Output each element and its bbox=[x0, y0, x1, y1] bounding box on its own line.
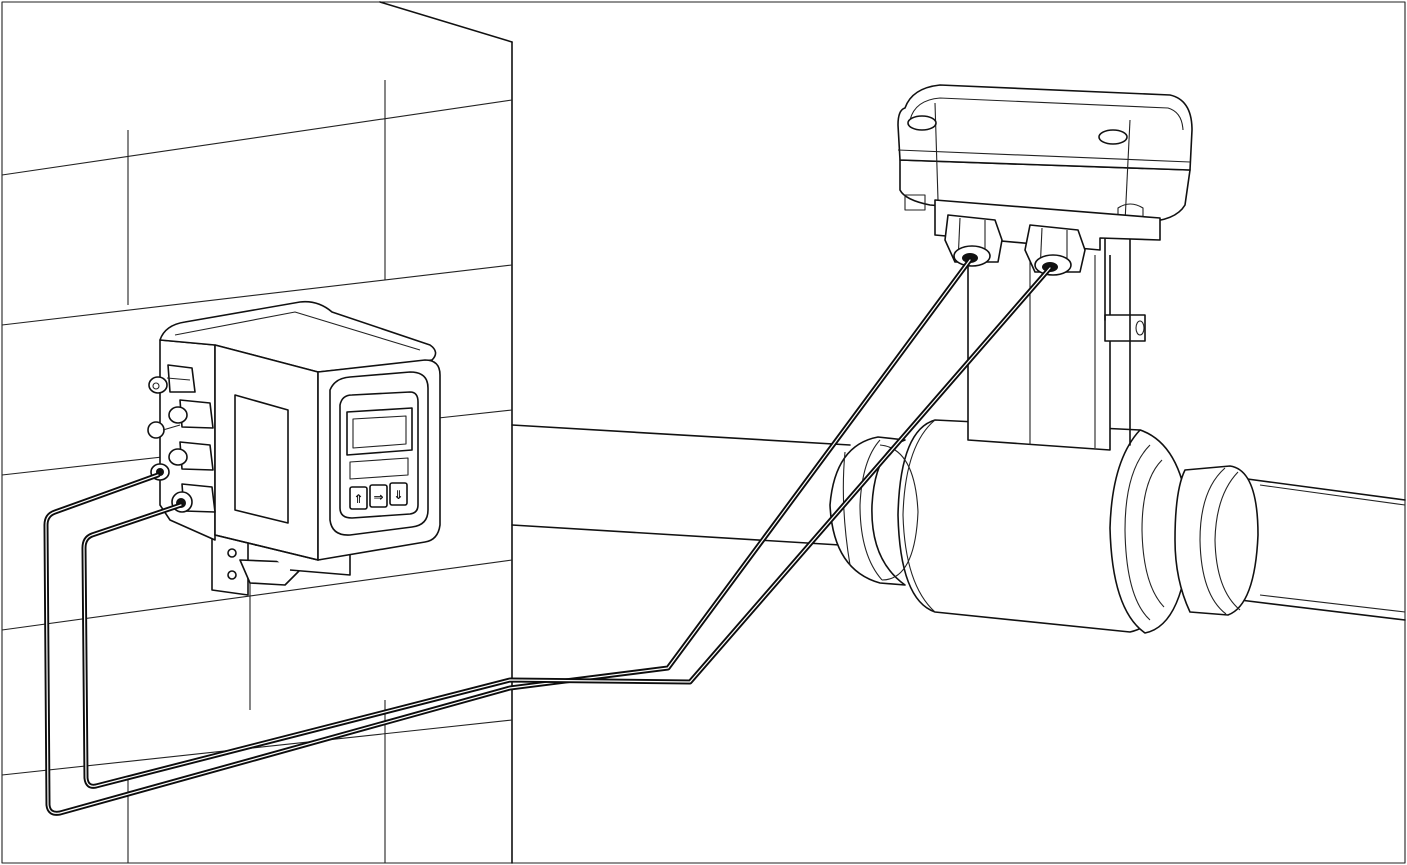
left-flange bbox=[829, 436, 906, 586]
sensor-gland-2 bbox=[1024, 224, 1086, 276]
right-arrow-icon: ⇒ bbox=[373, 490, 383, 504]
down-arrow-icon: ⇓ bbox=[393, 488, 403, 502]
pipe-top-edge-right bbox=[1239, 477, 1406, 501]
enter-key[interactable]: ⇒ bbox=[369, 484, 388, 508]
sensor-gland-1 bbox=[944, 214, 1003, 267]
transmitter-gland-4 bbox=[171, 483, 216, 513]
remote-transmitter: ⇑ ⇒ ⇓ bbox=[159, 300, 441, 561]
sensor-terminal-housing bbox=[897, 84, 1193, 251]
lid-screw-left bbox=[907, 115, 937, 131]
neck-bracket bbox=[1104, 314, 1146, 342]
lid-screw-right bbox=[1098, 129, 1128, 145]
label-strip bbox=[349, 457, 409, 480]
transmitter-gland-2 bbox=[147, 399, 214, 439]
transmitter-cable-glands bbox=[147, 364, 216, 513]
pipe-top-edge-left bbox=[511, 424, 851, 446]
pipe-bottom-edge-right bbox=[1239, 599, 1406, 621]
right-clamp bbox=[1174, 465, 1259, 616]
down-key[interactable]: ⇓ bbox=[389, 482, 408, 506]
pipe bbox=[511, 424, 1406, 621]
lcd-display bbox=[346, 407, 413, 456]
cable-1 bbox=[43, 257, 973, 816]
cables bbox=[43, 257, 1053, 816]
sensor-cable-glands bbox=[944, 214, 1086, 276]
flow-sensor bbox=[829, 419, 1259, 634]
transmitter-top bbox=[159, 300, 437, 373]
up-arrow-icon: ⇑ bbox=[353, 492, 363, 506]
cable-2 bbox=[81, 265, 1053, 789]
up-key[interactable]: ⇑ bbox=[349, 486, 368, 510]
wall-bracket bbox=[211, 524, 351, 596]
wall-top-edge bbox=[379, 1, 513, 43]
side-window bbox=[234, 394, 289, 524]
keypad: ⇑ ⇒ ⇓ bbox=[349, 482, 408, 510]
transmitter-gland-1 bbox=[148, 364, 196, 394]
pipe-bottom-edge-left bbox=[511, 524, 841, 546]
